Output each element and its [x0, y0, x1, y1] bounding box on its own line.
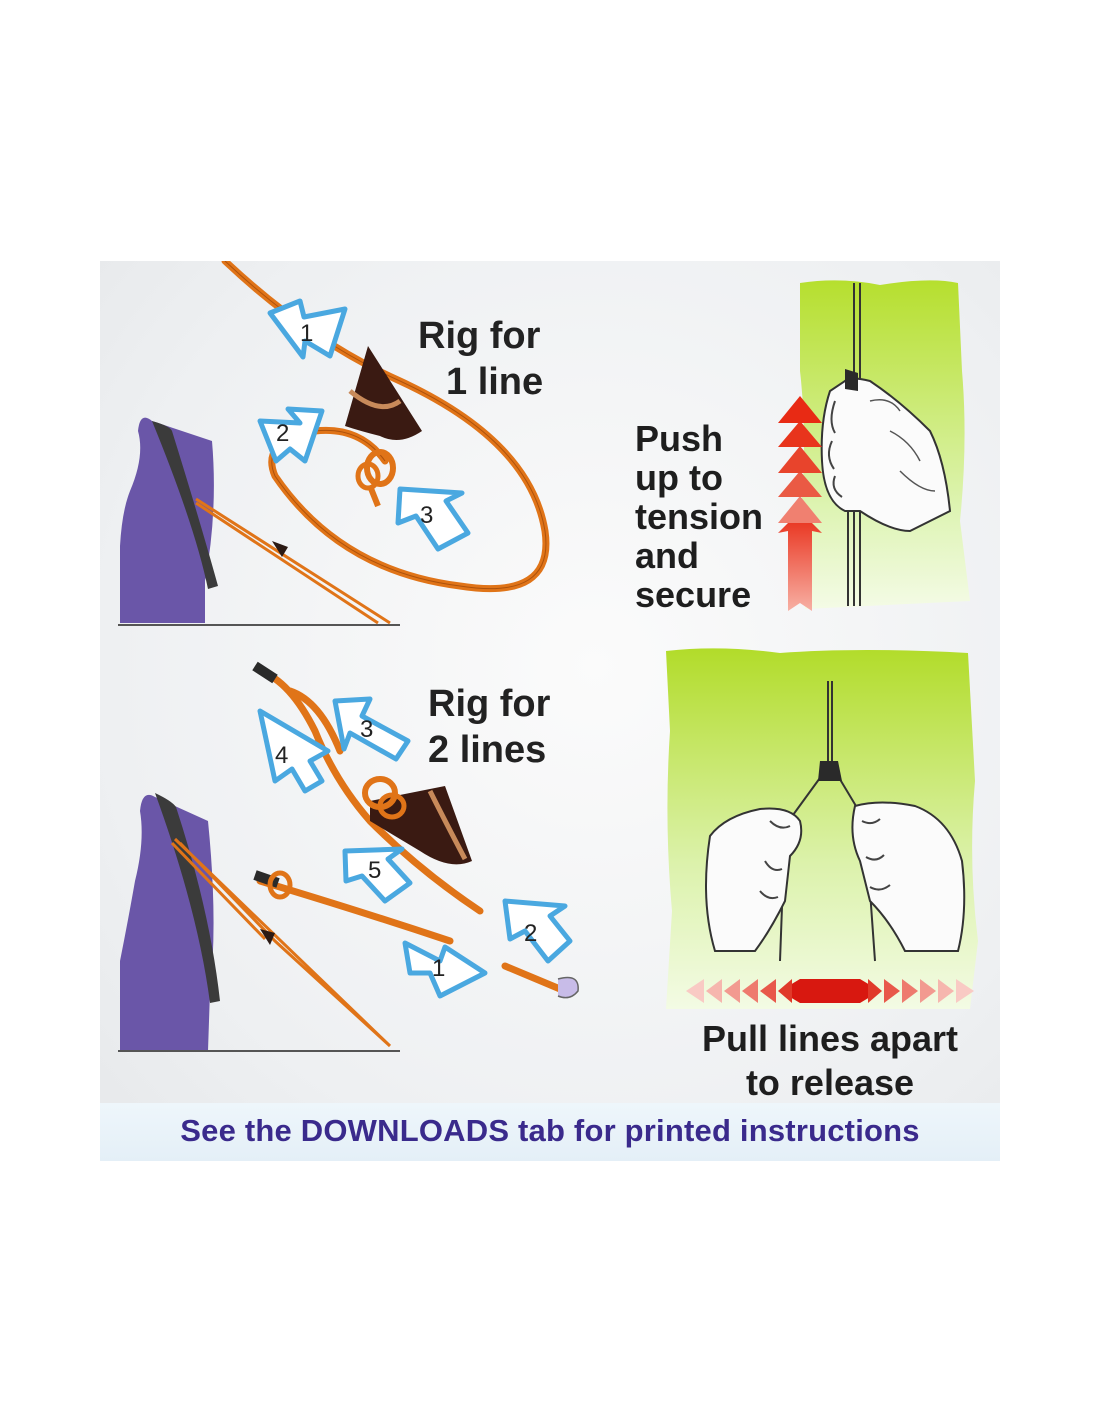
step-arrow-icon-1-bottom: 1 — [402, 940, 488, 999]
heading-rig-1-line-l2: 1 line — [446, 361, 544, 403]
heading-rig-2-lines-l2: 2 lines — [428, 729, 547, 771]
knot-icon-bottom — [362, 776, 407, 820]
knot-icon — [355, 449, 396, 508]
step-label-3-top: 3 — [420, 502, 433, 529]
push-line-1: Push — [635, 418, 724, 459]
hand-icon-right — [851, 801, 966, 952]
tent-icon-bottom — [118, 793, 400, 1052]
hand-icon-left — [705, 807, 803, 952]
tent-icon-top — [118, 417, 400, 626]
heading-rig-2-lines-l1: Rig for — [428, 683, 551, 725]
push-line-5: secure — [635, 574, 752, 615]
instruction-panel: 1 2 3 — [100, 261, 1000, 1161]
step-arrow-icon-3-top: 3 — [395, 486, 471, 552]
step-label-2-top: 2 — [276, 420, 289, 447]
heading-rig-1-line-l1: Rig for — [418, 315, 541, 357]
push-arrow-icon — [778, 396, 822, 611]
step-label-2-bottom: 2 — [524, 920, 537, 947]
heading-rig-1-line: Rig for 1 line — [418, 313, 543, 405]
push-line-3: tension — [635, 496, 764, 537]
push-line-2: up to — [635, 457, 723, 498]
step-arrow-icon-2-bottom: 2 — [502, 898, 573, 964]
step-label-3-bottom: 3 — [360, 716, 373, 743]
step-label-4-bottom: 4 — [275, 742, 288, 769]
step-label-1-bottom: 1 — [432, 955, 445, 982]
push-line-4: and — [635, 535, 700, 576]
step-arrow-icon-4-bottom: 4 — [257, 708, 331, 794]
guy-line-top — [195, 497, 391, 625]
step-label-1-top: 1 — [300, 320, 313, 347]
cleat-icon-bottom — [370, 786, 472, 865]
step-arrow-icon-5-bottom: 5 — [342, 846, 413, 904]
guy-line-bottom — [170, 837, 392, 1048]
pull-instruction: Pull lines apart to release — [660, 1017, 1000, 1105]
push-instruction: Push up to tension and secure — [635, 419, 763, 614]
step-arrow-icon-2-top: 2 — [257, 406, 325, 464]
pull-arrow-icon — [686, 979, 974, 1003]
heading-rig-2-lines: Rig for 2 lines — [428, 681, 550, 773]
hand-icon-top — [820, 369, 952, 533]
step-arrow-icon-3-bottom: 3 — [332, 696, 411, 762]
step-label-5-bottom: 5 — [368, 857, 381, 884]
footer-bar — [100, 1103, 1000, 1161]
footer-text: See the DOWNLOADS tab for printed instru… — [180, 1113, 920, 1148]
pull-line-1: Pull lines apart — [701, 1018, 959, 1059]
step-arrow-icon-1-top: 1 — [267, 298, 348, 360]
pull-line-2: to release — [745, 1062, 915, 1103]
cleat-icon — [345, 346, 422, 440]
illustration-canvas: 1 2 3 — [118, 261, 978, 1052]
